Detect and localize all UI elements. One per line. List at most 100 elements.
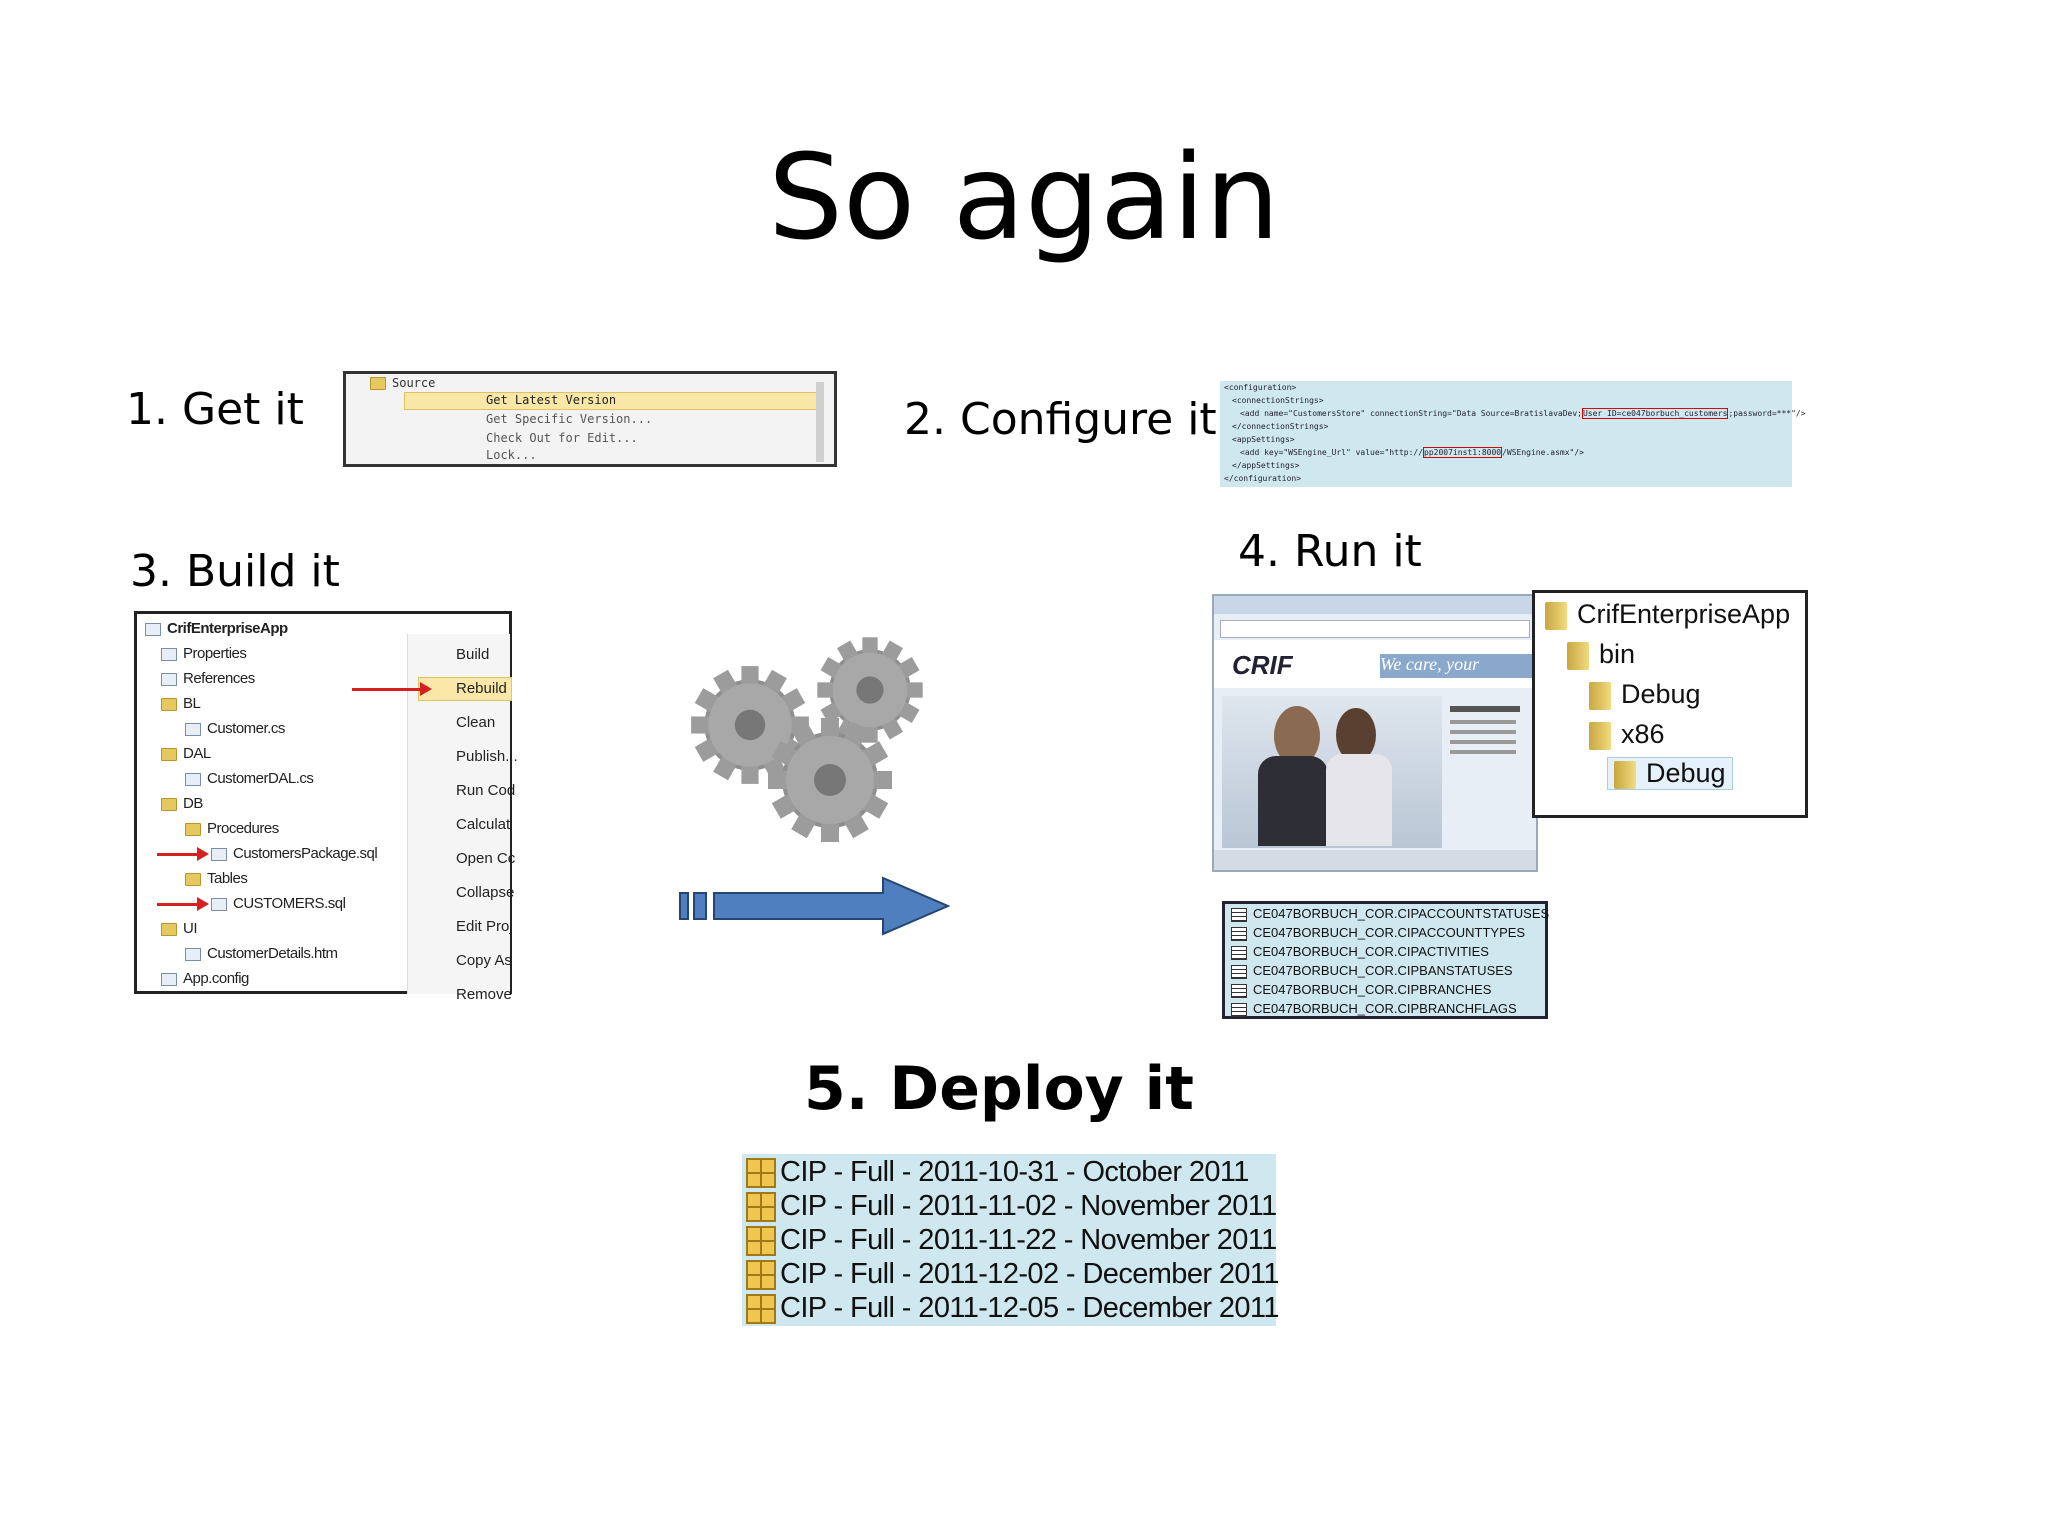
folder-icon [161,797,177,811]
table-item[interactable]: CE047BORBUCH_COR.CIPBRANCHFLAGS [1253,1001,1517,1016]
folder-icon [1614,760,1636,789]
red-arrow-icon [157,897,209,911]
deployment-item[interactable]: CIP - Full - 2011-12-05 - December 2011 [780,1292,1279,1324]
xml-line: </appSettings> [1232,461,1300,470]
folder-icon [185,872,201,886]
table-icon [1231,1002,1247,1017]
folder-icon [1589,721,1611,750]
table-icon [1231,907,1247,922]
properties-icon [161,647,177,661]
table-item[interactable]: CE047BORBUCH_COR.CIPACCOUNTTYPES [1253,925,1526,940]
xml-line: <appSettings> [1232,435,1295,444]
menu-edit-project[interactable]: Edit Proj [456,918,513,935]
menu-build[interactable]: Build [456,646,490,663]
tree-item[interactable]: References [183,670,255,687]
menu-check-out[interactable]: Check Out for Edit... [486,431,638,445]
menu-calculate[interactable]: Calculat [456,816,511,833]
cs-file-icon [185,772,201,786]
table-item[interactable]: CE047BORBUCH_COR.CIPACCOUNTSTATUSES [1253,906,1550,921]
get-latest-menu-screenshot: Source Get Latest Version Get Specific V… [343,371,837,467]
table-icon [1231,964,1247,979]
tree-item[interactable]: BL [183,695,201,712]
htm-file-icon [185,947,201,961]
table-item[interactable]: CE047BORBUCH_COR.CIPBANSTATUSES [1253,963,1513,978]
sql-file-icon [211,897,227,911]
tree-item[interactable]: CustomerDAL.cs [207,770,314,787]
table-item[interactable]: CE047BORBUCH_COR.CIPACTIVITIES [1253,944,1489,959]
config-xml-screenshot: <configuration> <connectionStrings> <add… [1220,381,1806,487]
step-configure-label: 2. Configure it [904,394,1217,445]
tree-item[interactable]: Customer.cs [207,720,285,737]
tree-item[interactable]: DAL [183,745,211,762]
menu-run-code[interactable]: Run Cod [456,782,516,799]
xml-line: <connectionStrings> [1232,396,1324,405]
tree-item[interactable]: CustomersPackage.sql [233,845,378,862]
deployment-item[interactable]: CIP - Full - 2011-11-22 - November 2011 [780,1224,1277,1256]
sql-file-icon [211,847,227,861]
slide-title: So again [768,128,1280,266]
menu-open[interactable]: Open Cc [456,850,516,867]
xml-line: ;password=***"/> [1728,409,1806,418]
menu-rebuild[interactable]: Rebuild [456,680,507,697]
folder-icon [1567,641,1589,670]
menu-lock[interactable]: Lock... [486,448,537,462]
cube-icon [746,1294,776,1325]
menu-collapse[interactable]: Collapse [456,884,515,901]
cube-icon [746,1158,776,1189]
table-icon [1231,983,1247,998]
step-build-label: 3. Build it [130,546,340,597]
cube-icon [746,1192,776,1223]
tree-item[interactable]: Procedures [207,820,279,837]
references-icon [161,672,177,686]
xml-line: </configuration> [1224,474,1302,483]
cube-icon [746,1226,776,1257]
table-item[interactable]: CE047BORBUCH_COR.CIPBRANCHES [1253,982,1492,997]
step-get-label: 1. Get it [126,384,304,435]
folder-item[interactable]: Debug [1621,679,1701,709]
db-tables-screenshot: CE047BORBUCH_COR.CIPACCOUNTSTATUSES CE04… [1222,901,1550,1019]
menu-copy-as[interactable]: Copy As [456,952,512,969]
step-run-label: 4. Run it [1238,526,1422,577]
xml-line: </connectionStrings> [1232,422,1329,431]
deployment-item[interactable]: CIP - Full - 2011-11-02 - November 2011 [780,1190,1277,1222]
xml-user-id: User ID=ce047borbuch_customers [1581,408,1729,419]
menu-get-latest[interactable]: Get Latest Version [486,393,617,407]
table-icon [1231,926,1247,941]
browser-tagline: We care, your [1380,654,1540,678]
menu-publish[interactable]: Publish... [456,748,518,765]
tree-item[interactable]: CrifEnterpriseApp [167,620,288,637]
folder-item-selected[interactable]: Debug [1646,758,1726,788]
table-icon [1231,945,1247,960]
rebuild-highlight [418,677,512,701]
folder-item[interactable]: CrifEnterpriseApp [1577,599,1791,629]
tree-item[interactable]: App.config [183,970,249,987]
xml-line: <add key="WSEngine_Url" value="http:// [1240,448,1424,457]
xml-line: <add name="CustomersStore" connectionStr… [1240,409,1582,418]
deployments-screenshot: CIP - Full - 2011-10-31 - October 2011 C… [742,1154,1279,1326]
folder-icon [161,922,177,936]
deployment-item[interactable]: CIP - Full - 2011-10-31 - October 2011 [780,1156,1249,1188]
folder-item[interactable]: x86 [1621,719,1665,749]
menu-clean[interactable]: Clean [456,714,496,731]
menu-get-specific[interactable]: Get Specific Version... [486,412,653,426]
folder-item[interactable]: bin [1599,639,1636,669]
tree-item[interactable]: UI [183,920,198,937]
cube-icon [746,1260,776,1291]
deployment-item[interactable]: CIP - Full - 2011-12-02 - December 2011 [780,1258,1279,1290]
tree-item[interactable]: CustomerDetails.htm [207,945,338,962]
menu-remove[interactable]: Remove [456,986,512,1003]
tree-item[interactable]: Tables [207,870,248,887]
folder-icon [1545,601,1567,630]
xml-server: pp2007inst1:8000 [1423,447,1503,458]
solution-icon [145,622,161,636]
cs-file-icon [185,722,201,736]
solution-explorer-screenshot: CrifEnterpriseApp Properties References … [134,611,518,1003]
xml-line: <configuration> [1224,383,1297,392]
folder-icon [1589,681,1611,710]
tree-item[interactable]: CUSTOMERS.sql [233,895,346,912]
tree-item[interactable]: Properties [183,645,247,662]
tree-item[interactable]: DB [183,795,203,812]
context-menu: Build Rebuild Clean Publish... Run Cod C… [407,634,518,1003]
crif-logo: CRIF [1232,650,1293,680]
source-folder-label: Source [392,376,436,390]
